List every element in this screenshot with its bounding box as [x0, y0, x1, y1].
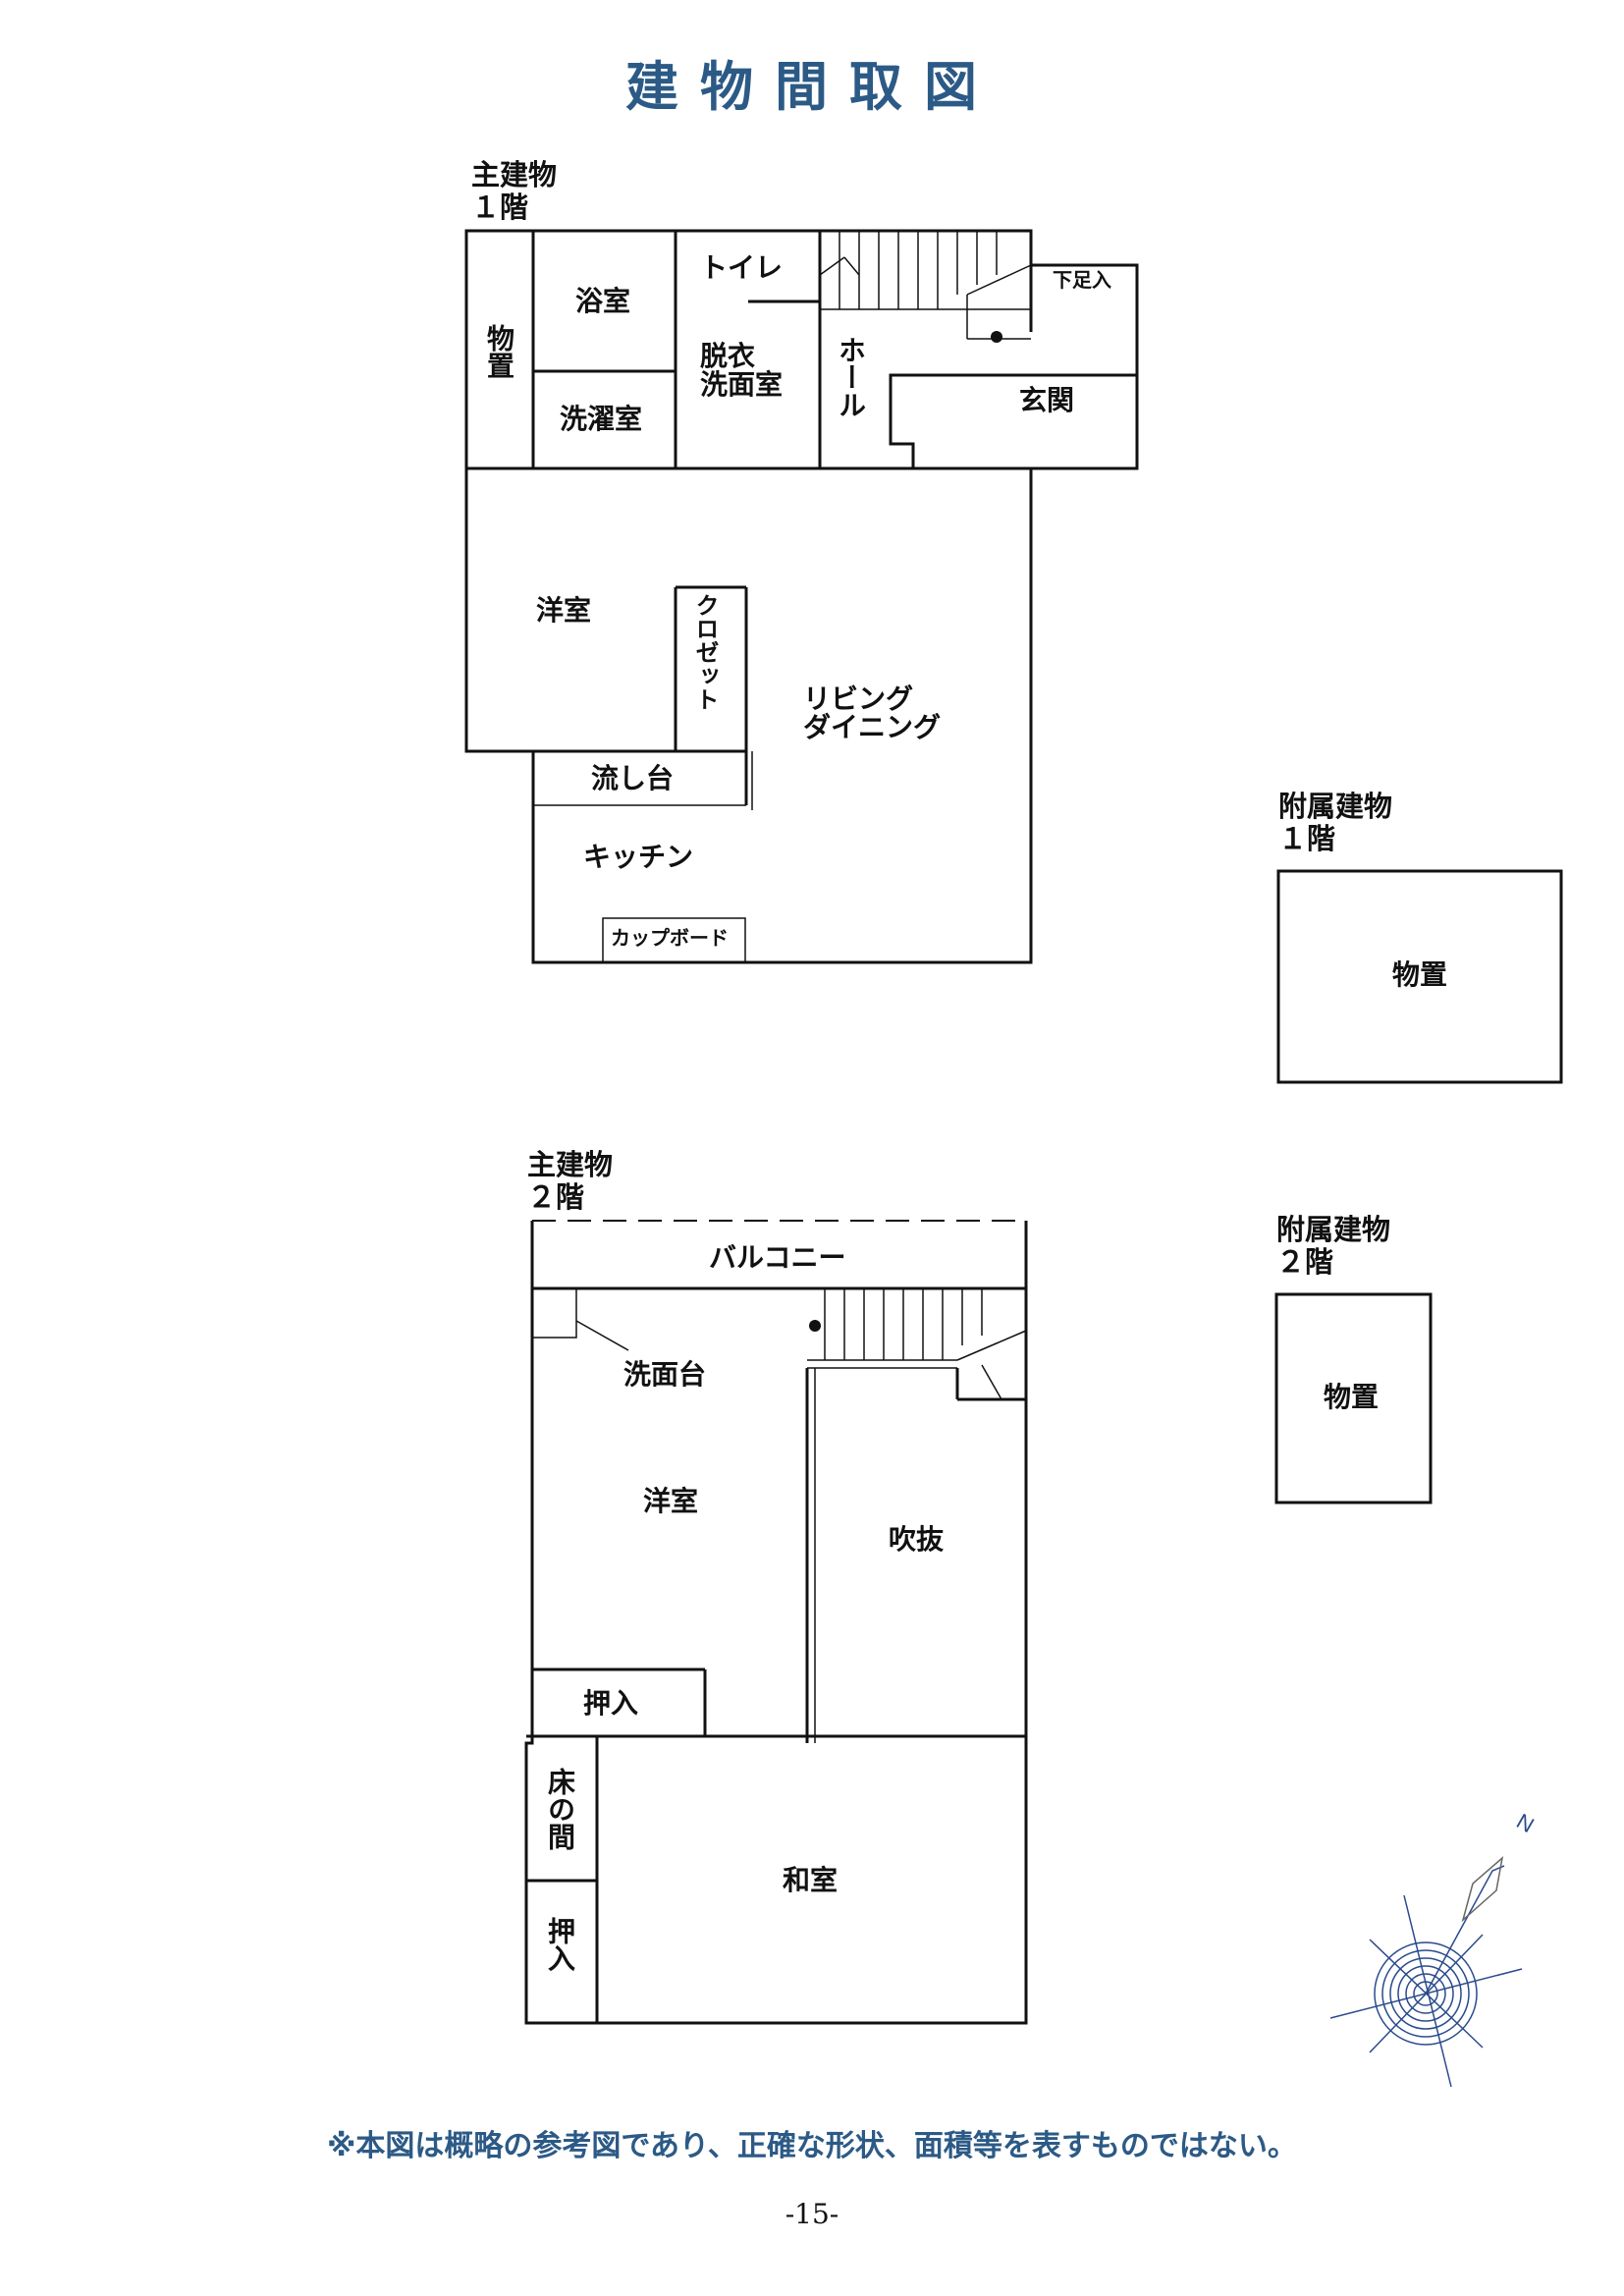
- room-label-sink: 流し台: [591, 762, 675, 794]
- entrance-step: [889, 373, 1137, 468]
- room-label-entrance: 玄関: [1019, 384, 1075, 416]
- room-label-shoe-area: 下足入: [1053, 268, 1111, 292]
- room-label-closet-a: 押入: [583, 1687, 639, 1720]
- disclaimer-note: ※本図は概略の参考図であり、正確な形状、面積等を表すものではない。: [327, 2129, 1297, 2163]
- room-label-closet-b: 押入: [544, 1917, 576, 1972]
- room-label-hall: ホール: [835, 336, 867, 418]
- annex-1f-outline: [1276, 869, 1563, 1084]
- stairs-2f: [824, 1288, 1027, 1400]
- room-label-living: リビング ダイニング: [803, 683, 942, 744]
- washbasin-box: [531, 1287, 577, 1339]
- room-label-storage: 物置: [483, 324, 515, 379]
- north-letter: N: [1512, 1809, 1538, 1838]
- stairs-1f: [819, 231, 1032, 469]
- room-label-japanese-room: 和室: [783, 1864, 839, 1896]
- stair-post: [991, 331, 1002, 343]
- room-label-kitchen: キッチン: [583, 841, 694, 873]
- main-1f-heading: 主建物 １階: [471, 158, 558, 225]
- page-title: 建物間取図: [625, 56, 999, 118]
- room-label-dressing: 脱衣 洗面室: [700, 340, 784, 402]
- room-label-toilet: トイレ: [700, 251, 784, 284]
- room-label-bath: 浴室: [575, 285, 631, 317]
- main-2f-outline: [524, 1288, 1028, 2025]
- stair-post: [809, 1320, 821, 1332]
- main-2f-heading: 主建物 ２階: [527, 1148, 614, 1215]
- annex-2f-heading: 附属建物 ２階: [1276, 1213, 1391, 1280]
- room-label-tokonoma: 床の間: [544, 1768, 576, 1850]
- room-label-closet: クロゼット: [691, 593, 719, 711]
- annex-2f-room-label: 物置: [1324, 1381, 1380, 1413]
- annex-1f-heading: 附属建物 １階: [1278, 790, 1393, 856]
- room-label-western-room-2f: 洋室: [643, 1485, 699, 1517]
- room-label-laundry: 洗濯室: [560, 403, 643, 435]
- page-number: -15-: [785, 2198, 839, 2230]
- room-label-washbasin: 洗面台: [623, 1358, 707, 1391]
- compass-rose: [1329, 1856, 1523, 2088]
- annex-2f-outline: [1274, 1292, 1433, 1504]
- room-label-cupboard: カップボード: [611, 926, 729, 950]
- room-label-void: 吹抜: [889, 1523, 945, 1556]
- room-label-balcony: バルコニー: [709, 1241, 846, 1274]
- washbasin-line: [575, 1320, 629, 1351]
- cupboard-box: [602, 917, 746, 963]
- annex-1f-room-label: 物置: [1392, 958, 1448, 991]
- room-label-western-room: 洋室: [536, 594, 592, 627]
